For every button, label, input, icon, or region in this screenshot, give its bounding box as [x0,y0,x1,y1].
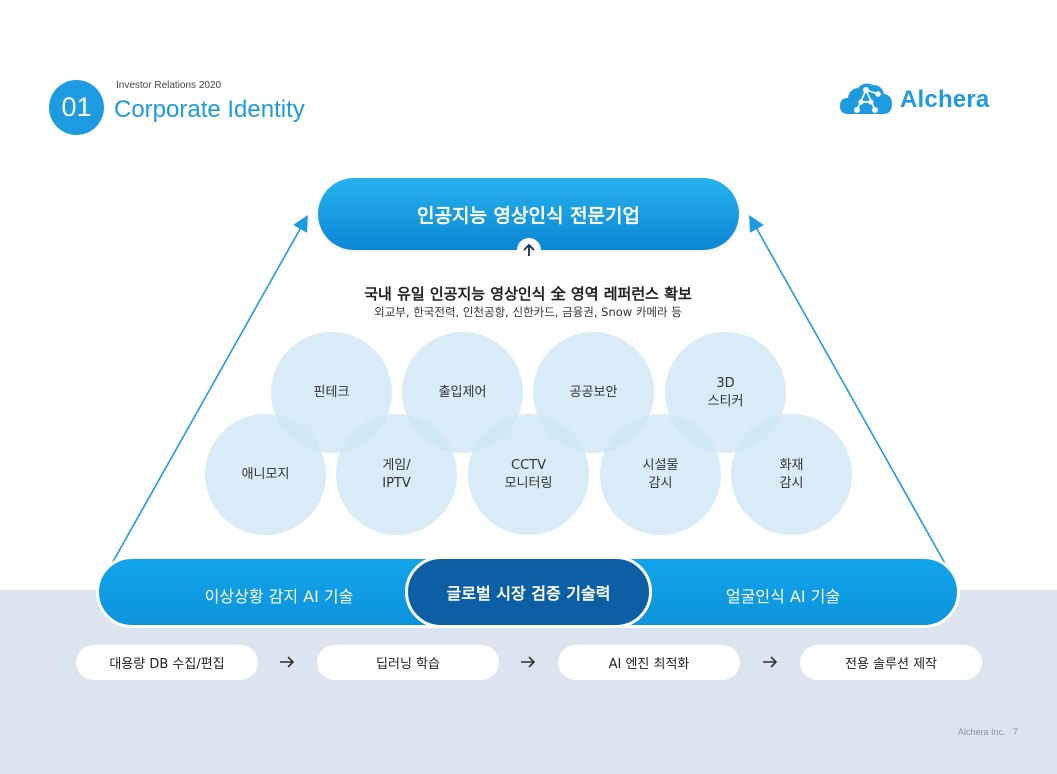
application-circle: 시설물 감시 [600,414,721,535]
left-connector-arrow [109,215,308,568]
base-left-label: 이상상황 감지 AI 기술 [204,587,354,606]
section-number-badge: 01 [49,80,104,135]
right-connector-arrow [749,215,948,568]
footer-company: Alchera Inc. [958,727,1006,737]
base-right-label: 얼굴인식 AI 기술 [725,587,841,606]
cloud-network-icon [840,83,892,114]
page-number: 7 [1013,727,1019,737]
application-circle: 게임/ IPTV [336,414,457,535]
process-step: 대용량 DB 수집/편집 [76,645,258,680]
company-logo: Alchera [838,80,989,120]
reference-headline: 국내 유일 인공지능 영상인식 全 영역 레퍼런스 확보 [364,285,692,303]
page-footer: Alchera Inc. 7 [958,727,1018,737]
reference-clients: 외교부, 한국전력, 인천공항, 신한카드, 금융권, Snow 카메라 등 [374,305,682,319]
page-title: Corporate Identity [114,96,305,123]
process-step: 딥러닝 학습 [317,645,499,680]
eyebrow-label: Investor Relations 2020 [116,80,222,91]
process-step: 전용 솔루션 제작 [800,645,982,680]
base-center-pill: 글로벌 시장 검증 기술력 [405,556,652,628]
arrow-right-icon [280,656,295,668]
arrow-up-icon [517,238,541,262]
arrow-right-icon [521,656,536,668]
application-circle: 애니모지 [205,414,326,535]
process-step: AI 엔진 최적화 [558,645,740,680]
arrow-right-icon [763,656,778,668]
logo-text: Alchera [900,86,990,113]
application-circle: CCTV 모니터링 [468,414,589,535]
application-circle: 화재 감시 [731,414,852,535]
